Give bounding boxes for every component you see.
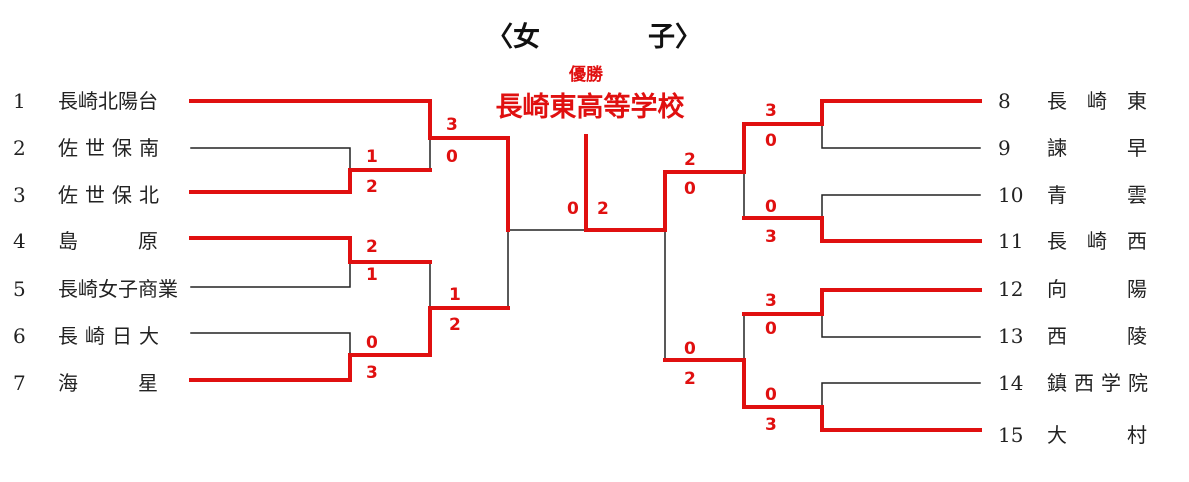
score-l-r1-4v5-a: 2: [366, 237, 378, 257]
left-team-3: 佐世保北: [58, 183, 166, 207]
score-r-r2-bot-b: 2: [684, 369, 696, 389]
score-l-r1-6v7-b: 3: [366, 363, 378, 383]
right-line-winner-12: [742, 288, 982, 316]
right-seed-8: 8: [998, 89, 1011, 113]
left-seed-1: 1: [13, 89, 26, 113]
score-r-r1-10v11-b: 3: [765, 227, 777, 247]
left-line-winner-1: [189, 99, 510, 232]
left-line-winner-3: [189, 168, 432, 194]
right-seed-12: 12: [998, 277, 1023, 301]
right-team-15: 大 村: [1047, 423, 1147, 447]
left-seed-6: 6: [13, 324, 26, 348]
right-line-team-13: [821, 313, 981, 338]
score-final-left: 0: [567, 199, 579, 219]
left-seed-5: 5: [13, 277, 26, 301]
right-team-8: 長 崎 東: [1047, 89, 1147, 113]
score-r-r1-14v15-a: 0: [765, 385, 777, 405]
right-line-winner-15: [663, 358, 982, 432]
left-team-7: 海 星: [58, 371, 158, 395]
right-team-11: 長 崎 西: [1047, 229, 1147, 253]
right-seed-13: 13: [998, 324, 1023, 348]
right-seed-15: 15: [998, 423, 1023, 447]
right-seed-14: 14: [998, 371, 1023, 395]
score-l-r1-2v3-b: 2: [366, 177, 378, 197]
left-team-5: 長崎女子商業: [58, 277, 178, 301]
left-team-list: 1 長崎北陽台 2 佐世保南 3 佐世保北 4 島 原 5 長崎女子商業 6 長…: [13, 89, 178, 395]
right-team-9: 諫 早: [1047, 136, 1147, 160]
score-l-r2-top-a: 3: [446, 115, 458, 135]
scores: 1 2 2 1 0 3 3 0 1 2 0 2 2 0 0 2 3 0 0 3 …: [366, 101, 777, 435]
right-team-list: 8 長 崎 東 9 諫 早 10 青 雲 11 長 崎 西 12 向 陽 13 …: [998, 89, 1155, 447]
left-line-team-5: [190, 261, 351, 288]
champion-label: 優勝: [568, 64, 604, 85]
left-team-1: 長崎北陽台: [58, 89, 158, 113]
score-r-r1-12v13-b: 0: [765, 319, 777, 339]
left-seed-4: 4: [13, 229, 26, 253]
score-l-r1-4v5-b: 1: [366, 265, 378, 285]
right-line-team-14: [821, 382, 981, 408]
right-line-team-10: [821, 194, 981, 219]
score-r-r1-10v11-a: 0: [765, 197, 777, 217]
right-seed-9: 9: [998, 136, 1011, 160]
score-l-r1-2v3-a: 1: [366, 147, 378, 167]
page-title: 〈女 子〉: [486, 21, 702, 53]
champion-name: 長崎東高等学校: [496, 91, 685, 123]
left-seed-7: 7: [13, 371, 26, 395]
left-team-6: 長崎日大: [58, 324, 166, 348]
right-team-12: 向 陽: [1047, 277, 1147, 301]
score-r-r1-12v13-a: 3: [765, 291, 777, 311]
left-line-winner-4: [189, 236, 432, 264]
left-line-winner-7: [189, 306, 510, 382]
score-l-r2-bot-b: 2: [449, 315, 461, 335]
score-r-r1-14v15-b: 3: [765, 415, 777, 435]
left-seed-2: 2: [13, 136, 26, 160]
score-r-r2-top-a: 2: [684, 150, 696, 170]
right-team-10: 青 雲: [1047, 183, 1147, 207]
score-r-r1-8v9-b: 0: [765, 131, 777, 151]
score-r-r2-top-b: 0: [684, 179, 696, 199]
right-line-team-9: [821, 123, 981, 149]
left-team-2: 佐世保南: [58, 136, 166, 160]
right-seed-11: 11: [998, 229, 1023, 253]
right-team-13: 西 陵: [1047, 324, 1147, 348]
right-line-winner-11: [742, 216, 982, 243]
left-line-team-2: [190, 147, 351, 171]
left-line-team-6: [190, 332, 351, 356]
left-team-4: 島 原: [58, 229, 158, 253]
score-l-r1-6v7-a: 0: [366, 333, 378, 353]
score-l-r2-top-b: 0: [446, 147, 458, 167]
right-bracket-lines: [584, 99, 982, 432]
right-line-winner-8: [584, 99, 982, 232]
left-bracket-lines: [189, 99, 587, 382]
left-seed-3: 3: [13, 183, 26, 207]
score-r-r2-bot-a: 0: [684, 339, 696, 359]
right-team-14: 鎮西学院: [1047, 371, 1155, 395]
score-r-r1-8v9-a: 3: [765, 101, 777, 121]
score-l-r2-bot-a: 1: [449, 285, 461, 305]
right-seed-10: 10: [998, 183, 1023, 207]
score-final-right: 2: [597, 199, 609, 219]
